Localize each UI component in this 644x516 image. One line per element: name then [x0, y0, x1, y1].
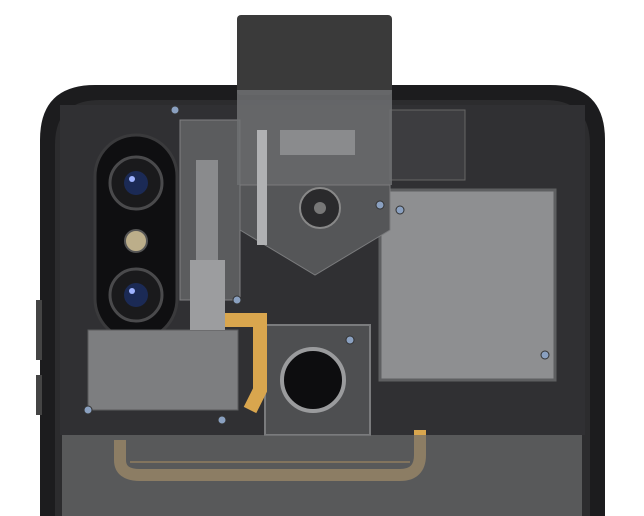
- popup-bracket-label: [280, 130, 355, 155]
- screws: [83, 105, 550, 425]
- bracket-inner: [196, 160, 218, 270]
- battery: [62, 435, 582, 516]
- flex-cable-upper: [225, 313, 267, 414]
- lens-glass-bottom: [124, 283, 148, 307]
- side-button-2: [36, 375, 42, 415]
- side-button: [36, 300, 42, 360]
- lens-glass-top: [124, 171, 148, 195]
- flash-icon: [124, 229, 148, 253]
- popup-camera-top: [237, 15, 392, 95]
- lens-reflection-top: [129, 176, 135, 182]
- popup-mechanism: [239, 184, 391, 276]
- popup-gear-hub: [314, 202, 326, 214]
- shield-panel-right: [378, 188, 557, 382]
- spring-rod: [257, 130, 267, 245]
- shield-panel-upper: [389, 109, 466, 181]
- lower-left-plate: [87, 329, 239, 411]
- vibration-motor: [190, 260, 225, 330]
- fingerprint-sensor: [280, 347, 346, 413]
- lens-reflection-bottom: [129, 288, 135, 294]
